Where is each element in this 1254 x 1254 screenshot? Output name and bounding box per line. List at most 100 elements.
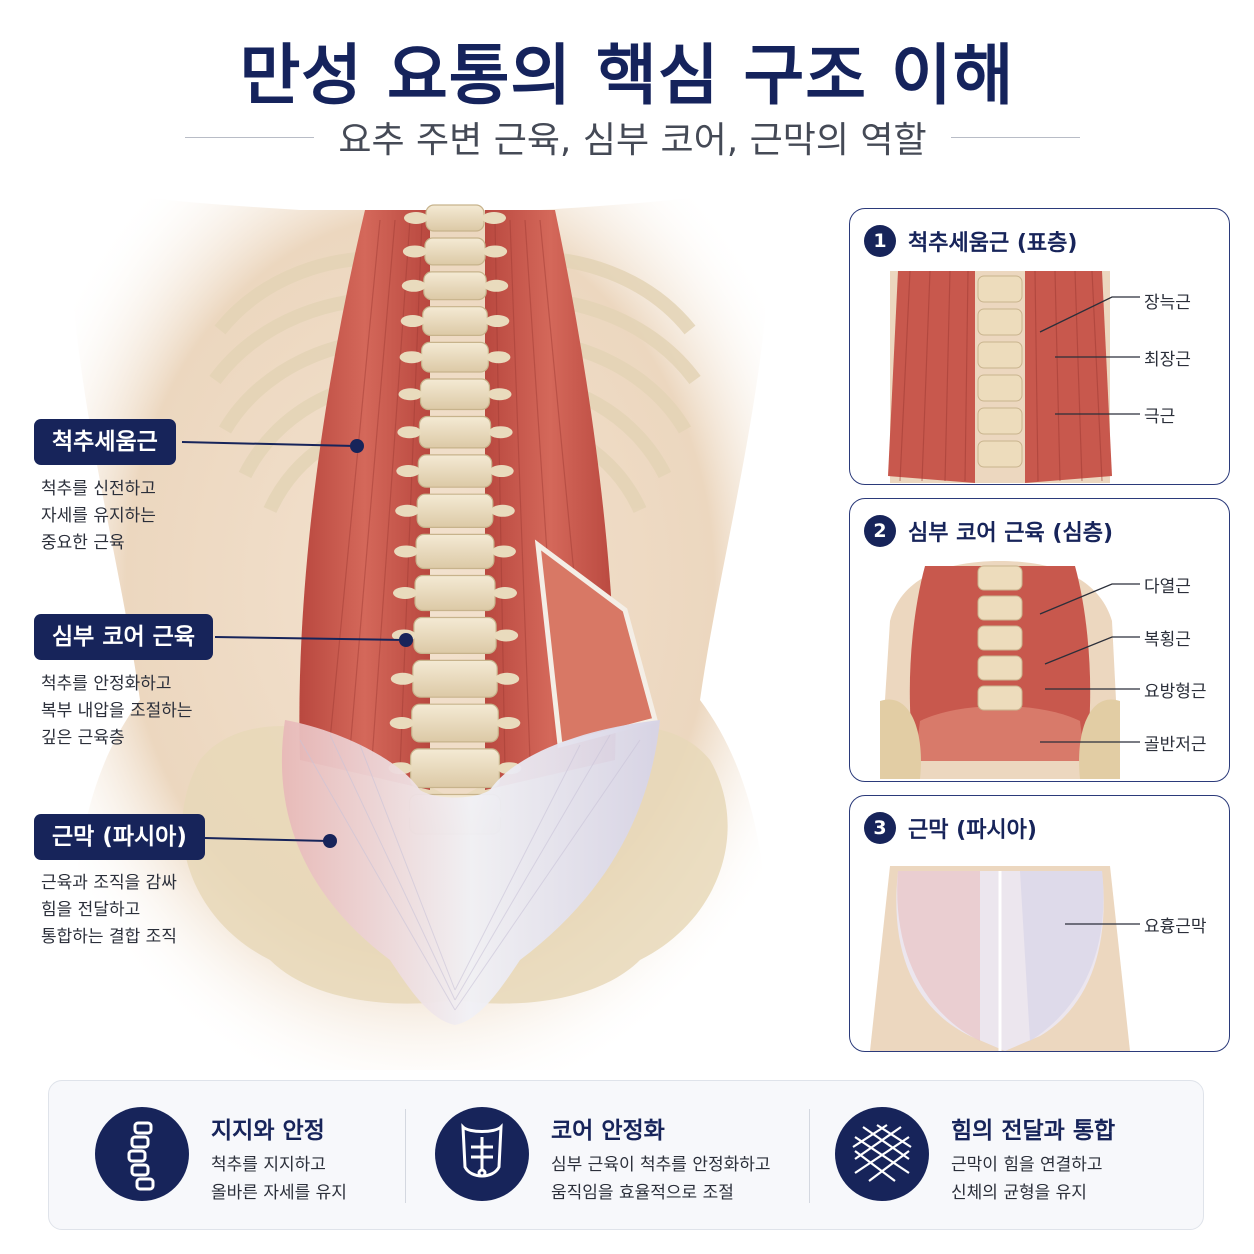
vertebra-process bbox=[399, 351, 424, 364]
callout-desc-line: 척추를 신전하고 bbox=[41, 479, 156, 499]
panel-erector-superficial: 1 척추세움근 (표층) 장늑근 최장근 극 bbox=[849, 208, 1230, 485]
vertebra-process bbox=[394, 545, 419, 558]
vertebra-process bbox=[487, 388, 512, 401]
vertebra-process bbox=[396, 465, 421, 478]
callout-fascia-label: 근막 (파시아) bbox=[34, 814, 205, 860]
feature-title: 코어 안정화 bbox=[551, 1118, 665, 1144]
vertebra-process bbox=[390, 672, 415, 685]
callout-desc-line: 복부 내압을 조절하는 bbox=[41, 701, 193, 721]
panel-label: 최장근 bbox=[1144, 350, 1191, 370]
panel-title: 척추세움근 (표층) bbox=[908, 231, 1078, 256]
vertebra-process bbox=[483, 245, 508, 258]
vertebra-process bbox=[393, 587, 417, 599]
panel-label: 골반저근 bbox=[1144, 735, 1207, 755]
panel-label: 요방형근 bbox=[1144, 682, 1207, 702]
vertebra-process bbox=[402, 245, 427, 258]
feature-icon-circle bbox=[95, 1107, 189, 1201]
vertebra-process bbox=[486, 351, 511, 364]
vertebra-process bbox=[493, 587, 517, 599]
feature-desc-line: 근막이 힘을 연결하고 bbox=[951, 1155, 1103, 1175]
subtitle: 요추 주변 근육, 심부 코어, 근막의 역할 bbox=[338, 120, 927, 161]
feature-title: 지지와 안정 bbox=[211, 1118, 325, 1144]
panel-label: 요흉근막 bbox=[1144, 917, 1207, 937]
callout-core-label: 심부 코어 근육 bbox=[34, 614, 213, 660]
vertebra-process bbox=[400, 315, 425, 328]
panel-title: 근막 (파시아) bbox=[908, 818, 1037, 843]
panel-label: 극근 bbox=[1144, 407, 1176, 427]
feature-desc: 척추를 지지하고 올바른 자세를 유지 bbox=[211, 1151, 347, 1207]
torso-icon bbox=[461, 1123, 503, 1178]
callout-desc-line: 힘을 전달하고 bbox=[41, 900, 141, 920]
callout-desc-line: 깊은 근육층 bbox=[41, 728, 125, 748]
panel-leader-lines bbox=[1039, 583, 1140, 743]
feature-integration: 힘의 전달과 통합 근막이 힘을 연결하고 신체의 균형을 유지 bbox=[789, 1081, 1203, 1229]
feature-desc-line: 척추를 지지하고 bbox=[211, 1155, 326, 1175]
subtitle-rule-left bbox=[185, 136, 315, 138]
vertebra-process bbox=[401, 279, 426, 292]
feature-core: 코어 안정화 심부 근육이 척추를 안정화하고 움직임을 효율적으로 조절 bbox=[389, 1081, 809, 1229]
deep-muscle-window bbox=[534, 539, 659, 749]
feature-divider bbox=[405, 1109, 406, 1203]
feature-desc: 심부 근육이 척추를 안정화하고 움직임을 효율적으로 조절 bbox=[551, 1151, 771, 1207]
feature-bar: 지지와 안정 척추를 지지하고 올바른 자세를 유지 코어 bbox=[48, 1080, 1204, 1230]
feature-desc-line: 움직임을 효율적으로 조절 bbox=[551, 1183, 734, 1203]
vertebra-process bbox=[495, 672, 520, 685]
panel-label: 다열근 bbox=[1144, 577, 1191, 597]
feature-title: 힘의 전달과 통합 bbox=[951, 1118, 1116, 1144]
vertebra-process bbox=[397, 426, 422, 439]
feature-desc: 근막이 힘을 연결하고 신체의 균형을 유지 bbox=[951, 1151, 1103, 1207]
panel-fascia: 3 근막 (파시아) 요흉근막 bbox=[849, 795, 1230, 1052]
callout-fascia-desc: 근육과 조직을 감싸 힘을 전달하고 통합하는 결합 조직 bbox=[41, 870, 177, 951]
vertebra-process bbox=[395, 504, 420, 517]
vertebra-process bbox=[482, 212, 506, 224]
feature-support: 지지와 안정 척추를 지지하고 올바른 자세를 유지 bbox=[49, 1081, 404, 1229]
vertebra-process bbox=[494, 629, 519, 642]
vertebra-process bbox=[489, 465, 514, 478]
callout-desc-line: 척추를 안정화하고 bbox=[41, 674, 172, 694]
vertebra-process bbox=[389, 717, 414, 730]
back-anatomy-illustration bbox=[70, 190, 770, 1070]
panel-leader-lines bbox=[1065, 923, 1140, 925]
panel-title: 심부 코어 근육 (심층) bbox=[908, 521, 1114, 546]
panel-label: 장늑근 bbox=[1144, 293, 1191, 313]
subtitle-rule-right bbox=[950, 136, 1081, 138]
feature-divider bbox=[809, 1109, 810, 1203]
vertebra-process bbox=[491, 545, 516, 558]
vertebra-process bbox=[490, 504, 515, 517]
panel-number-badge: 1 bbox=[864, 225, 896, 257]
page-title: 만성 요통의 핵심 구조 이해 bbox=[239, 37, 1015, 114]
panel-header: 3 근막 (파시아) bbox=[864, 812, 1037, 844]
spine-icon bbox=[127, 1121, 155, 1191]
vertebra-process bbox=[488, 426, 513, 439]
feature-desc-line: 신체의 균형을 유지 bbox=[951, 1183, 1087, 1203]
fascia-fibers bbox=[299, 734, 641, 1011]
vertebra-process bbox=[484, 279, 509, 292]
mesh-icon bbox=[852, 1124, 912, 1182]
panel-number-badge: 2 bbox=[864, 515, 896, 547]
panel-header: 2 심부 코어 근육 (심층) bbox=[864, 515, 1113, 547]
thoracolumbar-fascia bbox=[281, 720, 660, 1025]
callout-desc-line: 중요한 근육 bbox=[41, 533, 125, 553]
feature-icon-circle bbox=[435, 1107, 529, 1201]
panel-label: 복횡근 bbox=[1144, 630, 1191, 650]
deep-core-detail-illustration bbox=[880, 561, 1120, 779]
feature-desc-line: 심부 근육이 척추를 안정화하고 bbox=[551, 1155, 771, 1175]
callout-connectors bbox=[181, 439, 413, 848]
subtitle-row: 요추 주변 근육, 심부 코어, 근막의 역할 bbox=[185, 112, 1081, 162]
panel-leader-lines bbox=[1039, 296, 1140, 415]
panel-header: 1 척추세움근 (표층) bbox=[864, 225, 1077, 257]
callout-erector-label: 척추세움근 bbox=[34, 419, 176, 465]
vertebra-process bbox=[485, 315, 510, 328]
fascia-detail-illustration bbox=[870, 866, 1130, 1051]
callout-core-desc: 척추를 안정화하고 복부 내압을 조절하는 깊은 근육층 bbox=[41, 671, 193, 752]
callout-desc-line: 근육과 조직을 감싸 bbox=[41, 873, 177, 893]
erector-muscle-left bbox=[299, 210, 430, 790]
vertebra-process bbox=[398, 388, 423, 401]
callout-desc-line: 통합하는 결합 조직 bbox=[41, 927, 177, 947]
callout-desc-line: 자세를 유지하는 bbox=[41, 506, 156, 526]
panel-number-badge: 3 bbox=[864, 812, 896, 844]
feature-icon-circle bbox=[835, 1107, 929, 1201]
vertebra-process bbox=[404, 212, 428, 224]
feature-desc-line: 올바른 자세를 유지 bbox=[211, 1183, 347, 1203]
callout-erector-desc: 척추를 신전하고 자세를 유지하는 중요한 근육 bbox=[41, 476, 156, 557]
